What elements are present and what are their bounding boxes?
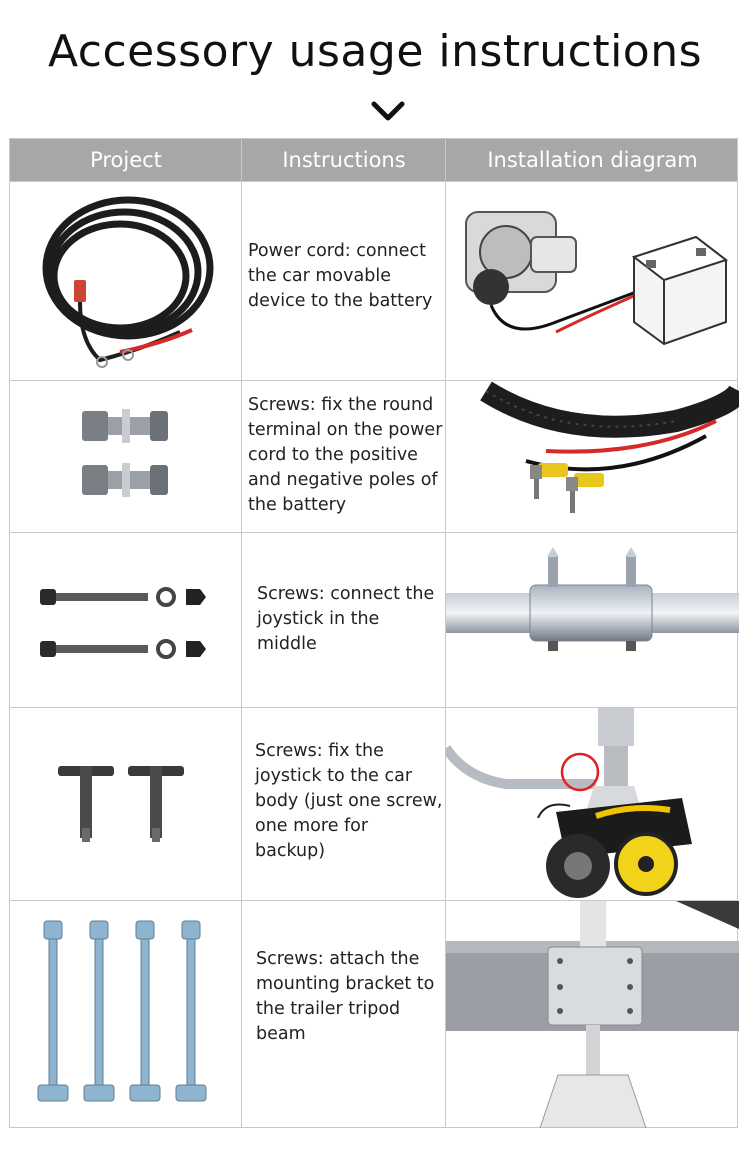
accessory-table: Project Instructions Installation diagra… [9, 138, 739, 1128]
row-5-instructions: Screws: attach the mounting bracket to t… [256, 949, 435, 1044]
header-installation-diagram: Installation diagram [487, 148, 698, 172]
power-cord-image [10, 182, 241, 380]
row-4-instructions: Screws: fix the joystick to the car body… [255, 741, 443, 861]
joystick-body-diagram [446, 708, 739, 900]
tripod-beam-diagram [446, 901, 739, 1128]
row-3-instructions: Screws: connect the joystick in the midd… [257, 584, 435, 654]
row-2-instructions: Screws: fix the round terminal on the po… [248, 395, 443, 515]
joystick-screws-image [10, 533, 241, 707]
terminal-screws-diagram [446, 381, 739, 532]
battery-screws-image [10, 381, 241, 532]
mounting-bolts-image [10, 901, 241, 1128]
battery-connection-diagram [446, 182, 739, 380]
header-instructions: Instructions [282, 148, 406, 172]
row-1-instructions: Power cord: connect the car movable devi… [248, 241, 433, 311]
chevron-down-icon [371, 101, 405, 121]
page-title: Accessory usage instructions [47, 26, 703, 77]
table-header: Project Instructions Installation diagra… [10, 139, 737, 181]
joystick-connection-diagram [446, 533, 739, 707]
tbolt-screws-image [10, 708, 241, 900]
header-project: Project [90, 148, 162, 172]
